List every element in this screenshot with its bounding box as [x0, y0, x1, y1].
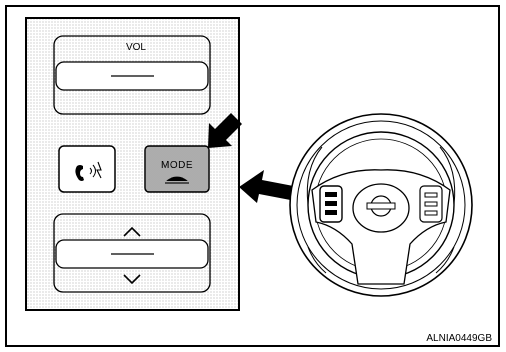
figure-caption: ALNIA0449GB	[426, 333, 492, 344]
volume-button-group[interactable]	[53, 35, 211, 115]
steering-wheel	[289, 113, 473, 297]
mode-pointer-arrow	[208, 113, 242, 148]
phone-voice-button[interactable]	[58, 145, 116, 193]
mode-label: MODE	[161, 160, 193, 171]
mode-button[interactable]	[144, 145, 210, 193]
nissan-logo-icon	[366, 195, 396, 217]
phone-voice-icon	[75, 161, 102, 181]
mode-mute-icon	[166, 176, 188, 181]
volume-label: VOL	[125, 42, 146, 53]
up-down-button-group[interactable]	[53, 213, 211, 293]
chevron-down-icon	[123, 274, 141, 285]
wheel-left-switches	[319, 185, 343, 223]
chevron-up-icon	[123, 226, 141, 237]
wheel-right-switches	[419, 185, 443, 223]
